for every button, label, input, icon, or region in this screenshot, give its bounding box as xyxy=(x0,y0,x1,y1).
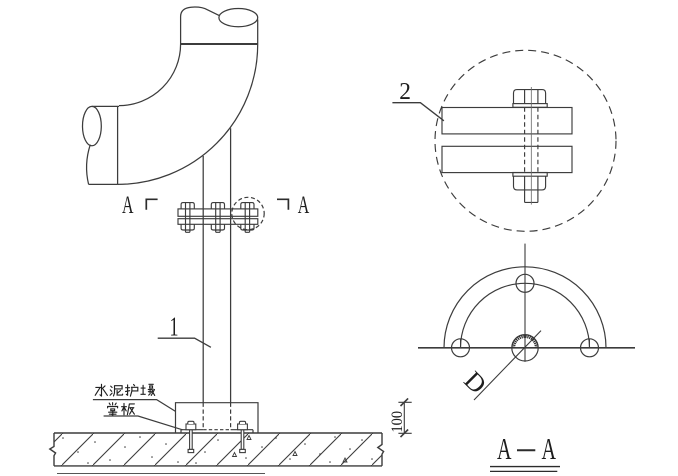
svg-text:A: A xyxy=(542,431,557,466)
svg-text:A: A xyxy=(497,431,512,466)
svg-text:100: 100 xyxy=(389,411,406,433)
svg-text:2: 2 xyxy=(399,78,411,105)
svg-text:A: A xyxy=(122,190,134,219)
svg-text:1: 1 xyxy=(170,311,179,342)
svg-text:A: A xyxy=(298,190,310,219)
